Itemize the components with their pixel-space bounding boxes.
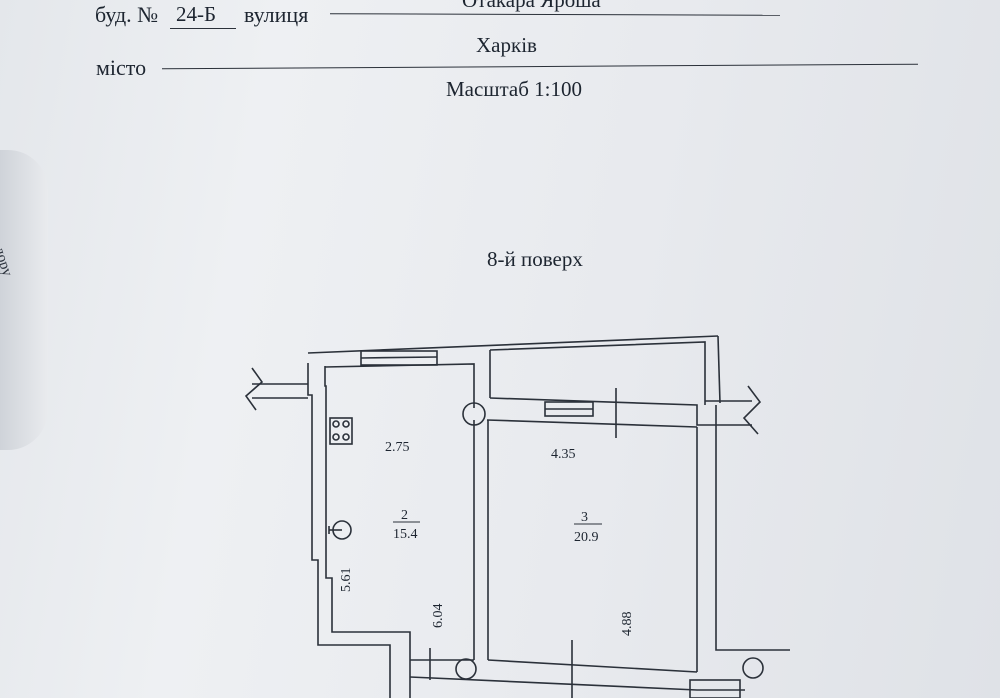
floor-title: 8-й поверх [487, 247, 583, 271]
dim-room2-left: 5.61 [339, 568, 354, 593]
outer-wall-right-top [717, 335, 721, 404]
city-value: Харків [476, 33, 537, 57]
city-label: місто [96, 55, 147, 80]
column-bottom [455, 658, 477, 680]
folded-page-edge [0, 150, 48, 450]
room3-number: 3 [581, 510, 588, 525]
street-label: вулиця [244, 2, 309, 27]
balcony-outline [489, 341, 706, 405]
dim-room3-width: 4.35 [551, 447, 576, 462]
building-label: буд. № [95, 2, 159, 27]
inner-wall-left [324, 366, 411, 698]
wall-room3-bottom [487, 659, 698, 673]
outer-wall-top [307, 335, 719, 354]
wall-room3-top [489, 397, 752, 426]
break-line-left [244, 367, 264, 411]
room3-area: 20.9 [574, 530, 599, 545]
room2-area: 15.4 [393, 527, 418, 542]
bath-fragment [689, 679, 741, 698]
room2-number: 2 [401, 508, 408, 523]
scale-text: Масштаб 1:100 [446, 77, 583, 101]
dim-room3-length: 4.88 [620, 612, 635, 637]
column-bottom-right [742, 657, 764, 679]
dim-room2-width: 2.75 [385, 440, 410, 455]
wall-room3-right-outer [715, 405, 745, 651]
dim-room2-right: 6.04 [431, 604, 446, 629]
wall-room3-top-inner [486, 419, 698, 428]
column-top [462, 402, 486, 426]
break-line-right [742, 385, 762, 435]
outer-wall-left [307, 363, 391, 698]
stove-icon [329, 417, 353, 445]
building-number: 24-Б [176, 2, 217, 26]
building-number-underline [170, 28, 236, 29]
inner-wall-top-room2 [324, 363, 475, 408]
street-value: Отакара Яроша [462, 0, 601, 12]
